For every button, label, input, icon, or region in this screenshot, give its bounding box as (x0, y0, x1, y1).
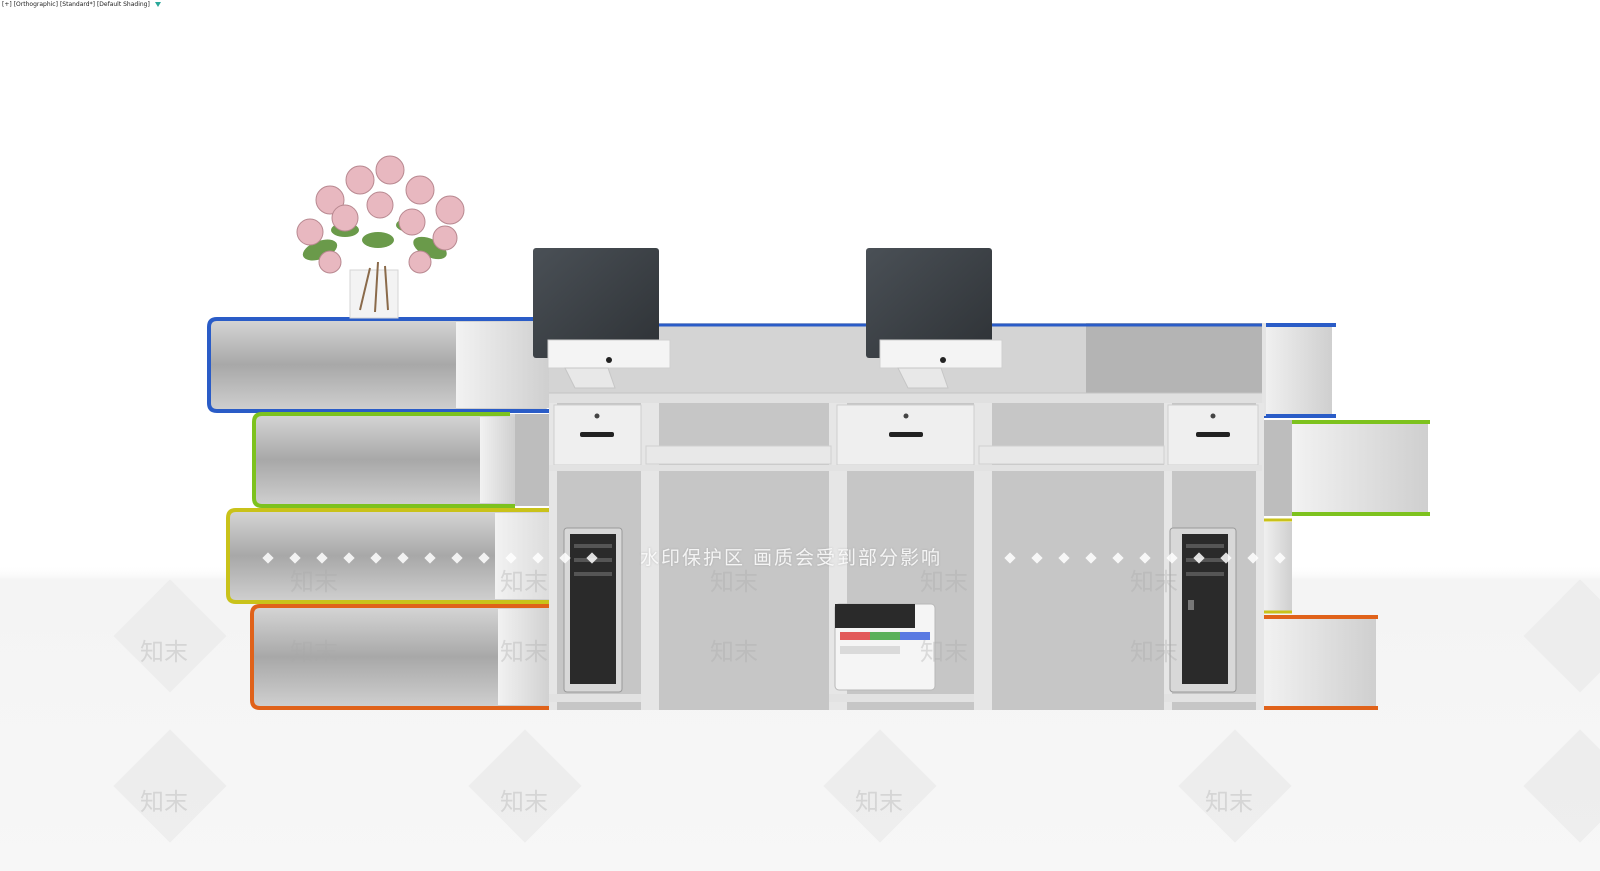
watermark-logo: 知末 (920, 568, 968, 596)
viewport-view-menu[interactable]: [Orthographic] (13, 1, 58, 8)
watermark-notice: 水印保护区 画质会受到部分影响 (640, 547, 943, 569)
watermark-logo: 知末 (855, 788, 903, 816)
viewport-plus-menu[interactable]: [+] (2, 1, 12, 8)
watermark-logo: 知末 (500, 638, 548, 666)
watermark-logo: 知末 (710, 638, 758, 666)
book-yellow-right (1262, 522, 1292, 614)
monitor-right (866, 248, 1003, 389)
pc-tower-right (1169, 527, 1237, 693)
drawer-center (836, 404, 975, 466)
watermark-logo: 知末 (290, 638, 338, 666)
watermark-logo: 知末 (710, 568, 758, 596)
watermark-logo: 知末 (1130, 568, 1178, 596)
book-green (252, 412, 549, 508)
watermark-logo: 知末 (140, 788, 188, 816)
viewport-mode-menu[interactable]: [Standard*] (59, 1, 95, 8)
watermark-logo: 知末 (500, 788, 548, 816)
watermark-logos: 知末 知末 知末 知末 知末 知末 知末 知末 知末 知末 知末 知末 知末 知… (140, 568, 1253, 816)
viewport-label[interactable]: [+] [Orthographic] [Standard*] [Default … (2, 1, 161, 8)
watermark-logo: 知末 (290, 568, 338, 596)
watermark-dots (262, 552, 1286, 564)
viewport-shading-menu[interactable]: [Default Shading] (96, 1, 150, 8)
watermark-logo: 知末 (1130, 638, 1178, 666)
watermark-logo: 知末 (920, 638, 968, 666)
watermark-logo: 知末 (140, 638, 188, 666)
flower-vase (296, 155, 465, 319)
printer (834, 603, 936, 691)
book-blue (207, 317, 549, 413)
book-blue-right (1262, 323, 1336, 418)
pc-tower-left (563, 527, 623, 693)
watermark-logo: 知末 (1205, 788, 1253, 816)
monitor-left (533, 248, 671, 389)
book-orange (250, 604, 552, 710)
watermark-logo: 知末 (500, 568, 548, 596)
book-orange-right (1262, 615, 1378, 710)
book-green-right (1262, 420, 1430, 522)
right-book-stack (1262, 323, 1430, 710)
drawer-left (553, 404, 642, 466)
drawer-right (1167, 404, 1259, 466)
filter-icon[interactable] (154, 2, 161, 7)
